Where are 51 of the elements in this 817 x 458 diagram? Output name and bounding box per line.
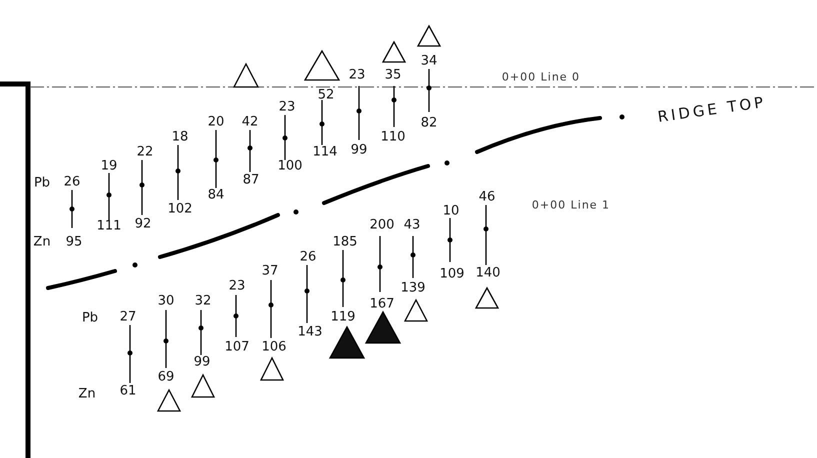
value-label: 42 xyxy=(242,116,258,128)
value-label: 167 xyxy=(370,298,394,310)
value-label: 100 xyxy=(278,160,302,172)
value-label: 26 xyxy=(64,176,80,188)
value-label: 20 xyxy=(208,116,224,128)
value-label: 19 xyxy=(100,160,118,172)
element-label: Zn xyxy=(78,388,96,400)
value-label: 99 xyxy=(194,356,210,368)
value-label: 37 xyxy=(262,264,278,278)
value-label: 69 xyxy=(158,370,174,384)
value-label: 95 xyxy=(66,236,82,248)
value-label: 23 xyxy=(228,280,246,292)
value-label: 114 xyxy=(312,146,338,158)
value-label: 143 xyxy=(298,326,322,338)
element-label: Pb xyxy=(82,312,98,324)
value-label: 106 xyxy=(262,340,286,354)
value-label: 87 xyxy=(242,174,260,186)
value-label: 84 xyxy=(208,188,224,202)
value-label: 32 xyxy=(194,294,212,308)
value-label: 200 xyxy=(370,218,394,232)
value-label: 27 xyxy=(120,310,136,324)
value-label: 102 xyxy=(168,202,192,216)
value-label: 10 xyxy=(442,204,460,218)
value-label: 18 xyxy=(172,130,188,144)
value-label: 82 xyxy=(420,116,438,130)
line-label: 0+00 Line 0 xyxy=(502,72,580,82)
value-label: 23 xyxy=(278,100,296,114)
value-label: 99 xyxy=(350,144,368,156)
value-label: 34 xyxy=(420,54,438,68)
value-label: 140 xyxy=(476,266,500,280)
value-label: 92 xyxy=(134,218,152,230)
value-label: 111 xyxy=(96,220,122,232)
ridge-label: RIDGE TOP xyxy=(656,94,768,126)
value-label: 52 xyxy=(318,88,334,102)
value-label: 139 xyxy=(400,282,426,294)
value-label: 61 xyxy=(120,384,136,398)
value-label: 26 xyxy=(300,250,316,264)
value-label: 35 xyxy=(384,68,402,82)
value-label: 109 xyxy=(440,268,464,280)
value-label: 30 xyxy=(158,294,174,308)
value-label: 107 xyxy=(224,340,250,354)
value-label: 119 xyxy=(330,310,356,324)
value-label: 22 xyxy=(136,146,154,158)
element-label: Zn xyxy=(33,236,51,248)
value-label: 23 xyxy=(348,68,366,82)
value-label: 43 xyxy=(404,218,420,232)
line-label: 0+00 Line 1 xyxy=(532,200,610,210)
element-label: Pb xyxy=(34,176,50,190)
value-label: 110 xyxy=(380,130,406,144)
value-label: 46 xyxy=(478,190,496,204)
value-label: 185 xyxy=(332,236,358,248)
